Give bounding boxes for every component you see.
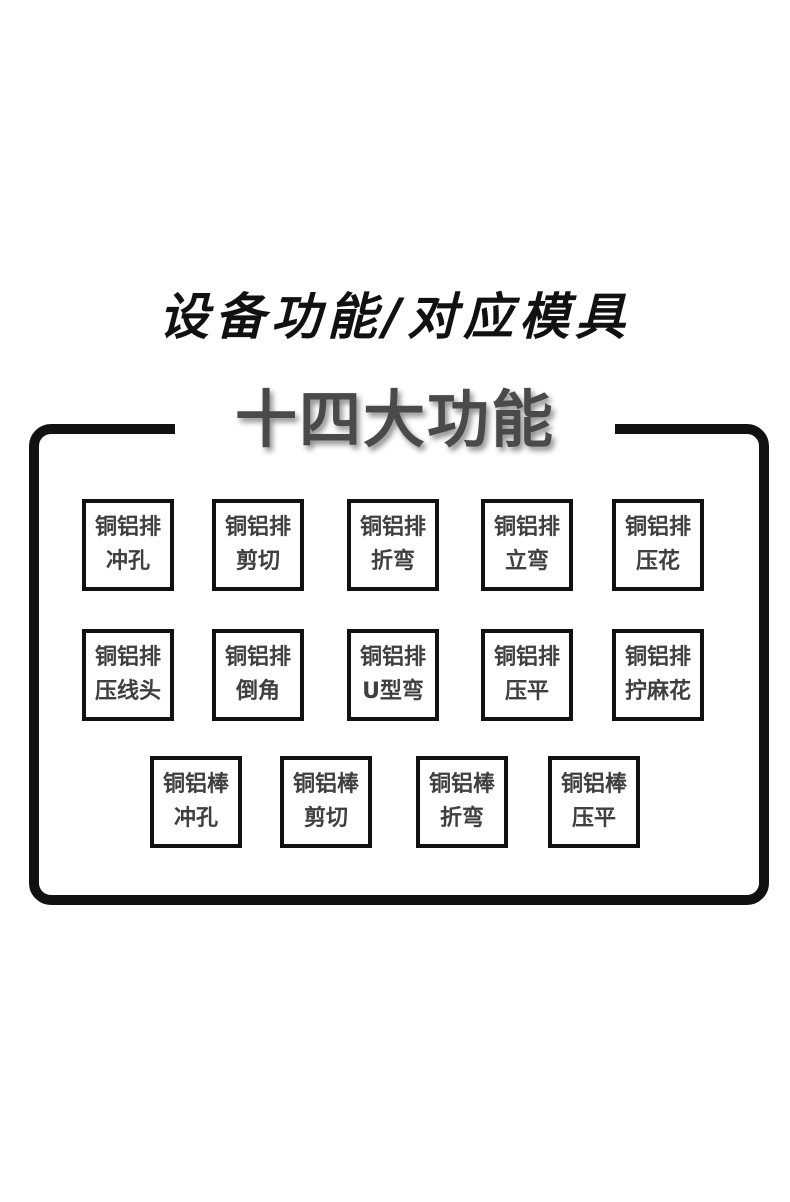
function-tile: 铜铝排 折弯 (347, 499, 439, 591)
function-tile-line1: 铜铝排 (493, 645, 560, 670)
function-tile: 铜铝排 冲孔 (82, 499, 174, 591)
function-tile-line2: 冲孔 (105, 549, 150, 574)
function-tile-line1: 铜铝棒 (560, 772, 627, 797)
function-tile: 铜铝排 压平 (481, 629, 573, 721)
function-tile-line2: 压平 (571, 806, 616, 831)
function-tile: 铜铝棒 冲孔 (150, 756, 242, 848)
function-tile: 铜铝排 立弯 (481, 499, 573, 591)
function-tile: 铜铝排 剪切 (212, 499, 304, 591)
function-tile-line1: 铜铝排 (224, 515, 291, 540)
function-tile-line2: 折弯 (370, 549, 415, 574)
function-tile-line2: 压平 (504, 679, 549, 704)
function-tile-line1: 铜铝排 (493, 515, 560, 540)
function-tile-line1: 铜铝棒 (292, 772, 359, 797)
function-tile-line1: 铜铝排 (624, 515, 691, 540)
function-tile: 铜铝棒 剪切 (280, 756, 372, 848)
page-heading: 设备功能/对应模具 (158, 288, 632, 346)
function-tile: 铜铝排 倒角 (212, 629, 304, 721)
function-tile: 铜铝棒 折弯 (416, 756, 508, 848)
function-tile-line2: 压线头 (94, 679, 161, 704)
function-tile-line2: 冲孔 (173, 806, 218, 831)
function-tile-line1: 铜铝排 (94, 645, 161, 670)
function-tile-line2: 拧麻花 (624, 679, 691, 704)
function-tile: 铜铝棒 压平 (548, 756, 640, 848)
frame-title: 十四大功能 (234, 383, 555, 456)
function-tile: 铜铝排 拧麻花 (612, 629, 704, 721)
function-tile-line2: 折弯 (439, 806, 484, 831)
frame-title-background (175, 410, 615, 450)
function-tile: 铜铝排 U型弯 (347, 629, 439, 721)
function-tile-line1: 铜铝排 (624, 645, 691, 670)
function-tile-line1: 铜铝棒 (428, 772, 495, 797)
function-tile-line2: 剪切 (235, 549, 280, 574)
function-tile-line1: 铜铝排 (224, 645, 291, 670)
function-tile: 铜铝排 压线头 (82, 629, 174, 721)
function-tile: 铜铝排 压花 (612, 499, 704, 591)
function-tile-line1: 铜铝棒 (162, 772, 229, 797)
function-tile-line2: 倒角 (235, 679, 280, 704)
function-tile-line2: 立弯 (504, 549, 549, 574)
function-tile-line1: 铜铝排 (359, 515, 426, 540)
function-tile-line1: 铜铝排 (94, 515, 161, 540)
function-tile-line1: 铜铝排 (359, 645, 426, 670)
function-tile-line2: 剪切 (303, 806, 348, 831)
function-tile-line2: 压花 (635, 549, 680, 574)
function-tile-line2: U型弯 (362, 679, 424, 704)
